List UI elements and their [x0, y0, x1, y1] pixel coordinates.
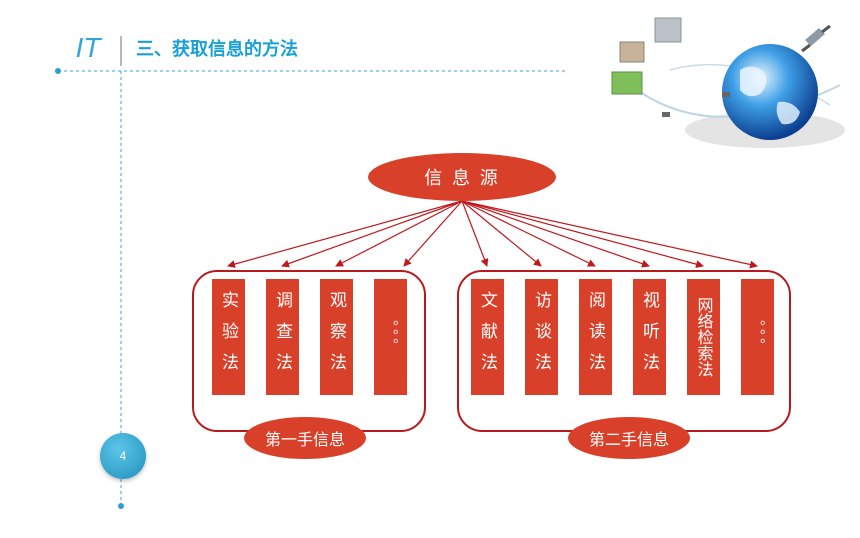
- method-box: 观察法: [320, 279, 353, 395]
- arrow-to-method: [461, 200, 650, 268]
- arrow-to-method: [403, 200, 463, 267]
- method-label: 实验法: [218, 290, 238, 384]
- method-label: 阅读法: [585, 290, 605, 384]
- group-label-text: 第一手信息: [264, 430, 345, 449]
- method-box: 访谈法: [525, 279, 558, 395]
- method-box: 网络检索法: [687, 279, 720, 395]
- arrow-to-method: [281, 200, 463, 268]
- method-label: 。。。: [382, 320, 399, 354]
- title-divider: [120, 36, 122, 66]
- method-label: 。。。: [749, 320, 766, 354]
- arrow-to-method: [461, 200, 489, 267]
- arrow-to-method: [461, 200, 542, 267]
- method-label: 网络检索法: [694, 297, 714, 377]
- page-number-badge: 4: [100, 433, 146, 479]
- method-box: 调查法: [266, 279, 299, 395]
- page-title: 三、获取信息的方法: [136, 39, 298, 60]
- group-label-first: 第一手信息: [244, 417, 366, 459]
- guide-dot-left: [55, 68, 61, 74]
- arrow-to-method: [335, 200, 463, 267]
- arrow-to-method: [461, 200, 704, 269]
- it-logo: IT: [76, 34, 102, 64]
- method-label: 视听法: [639, 290, 659, 384]
- arrow-group: [227, 200, 758, 269]
- method-label: 观察法: [326, 290, 346, 384]
- group-label-text: 第二手信息: [588, 430, 669, 449]
- method-label: 调查法: [272, 290, 292, 384]
- method-box: 视听法: [633, 279, 666, 395]
- method-box: 。。。: [374, 279, 407, 395]
- arrow-to-method: [227, 200, 463, 268]
- arrow-to-method: [461, 200, 758, 269]
- guide-dot-bottom: [118, 503, 124, 509]
- method-label: 文献法: [477, 290, 497, 384]
- root-node: 信 息 源: [368, 153, 556, 201]
- method-box: 实验法: [212, 279, 245, 395]
- method-label: 访谈法: [531, 290, 551, 384]
- method-box: 。。。: [741, 279, 774, 395]
- method-box: 阅读法: [579, 279, 612, 395]
- root-node-label: 信 息 源: [424, 168, 500, 189]
- globe-network-icon: [611, 17, 845, 148]
- method-box: 文献法: [471, 279, 504, 395]
- group-label-second: 第二手信息: [568, 417, 690, 459]
- arrow-to-method: [461, 200, 596, 267]
